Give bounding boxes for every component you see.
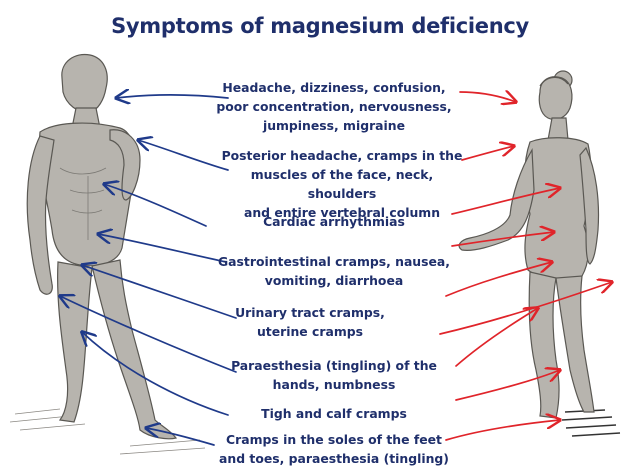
arrow-blue-calf [82,332,229,416]
page-title: Symptoms of magnesium deficiency [111,14,529,38]
female-figure [458,70,621,437]
symptom-calf: Tigh and calf cramps [261,406,407,421]
symptom-heart: Cardiac arrhythmias [263,214,405,229]
symptom-head: Headache, dizziness, confusion, poor con… [216,80,452,133]
arrow-red-calf [455,370,560,401]
arrow-blue-feet [146,428,215,446]
arrow-red-heart [451,188,560,215]
symptom-neck: Posterior headache, cramps in the muscle… [221,148,463,220]
arrow-red-gut [451,232,554,247]
arrow-red-urinary-2 [439,282,612,335]
arrow-blue-heart [104,184,207,227]
arrow-blue-urinary [82,265,237,319]
arrow-blue-head [116,95,229,98]
symptom-gut: Gastrointestinal cramps, nausea, vomitin… [218,254,450,288]
symptom-urinary: Urinary tract cramps, uterine cramps [235,305,385,339]
arrow-blue-gut [98,234,227,263]
arrow-red-hands [455,308,538,367]
arrow-blue-hands [60,296,237,373]
arrow-red-feet [445,420,560,441]
arrow-blue-neck [138,140,229,171]
arrow-red-neck [461,146,514,161]
symptom-hands: Paraesthesia (tingling) of the hands, nu… [231,358,437,392]
symptom-feet: Cramps in the soles of the feet and toes… [219,432,449,466]
arrow-red-head [459,92,516,102]
arrow-red-urinary-1 [445,262,552,297]
